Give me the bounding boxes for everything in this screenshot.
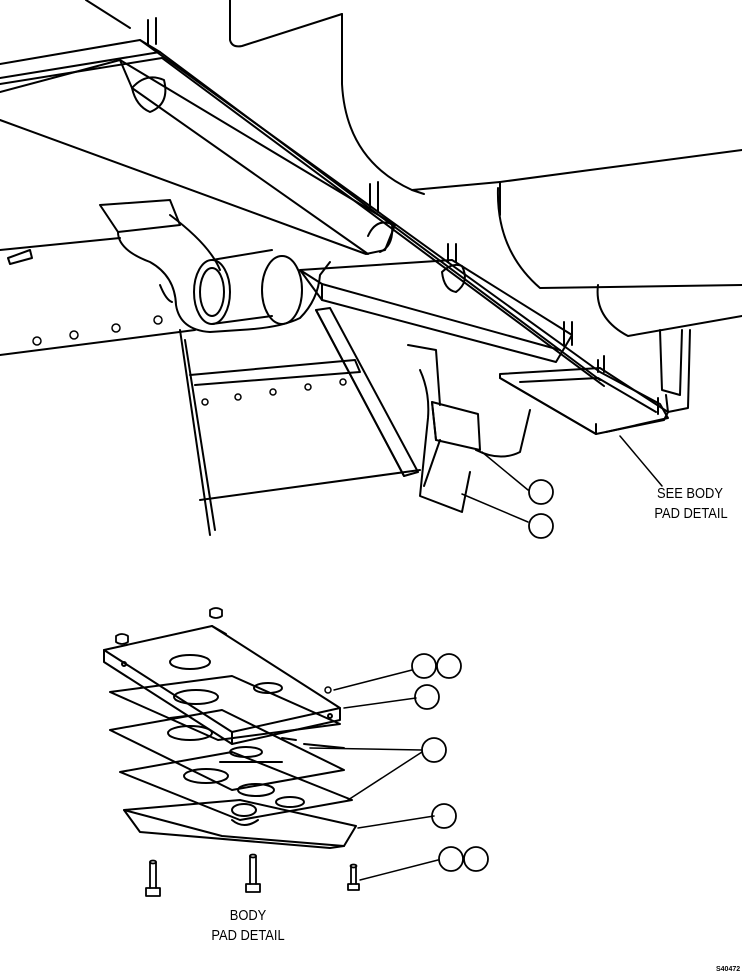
pad-wedge [123,799,357,849]
dump-body-underside [85,0,742,413]
body-pad-detail-title-line1: BODY [229,907,267,924]
leader-lines-lower [309,669,439,881]
support-gusset [315,307,531,513]
item-balloon [414,684,440,710]
item-balloon [411,653,437,679]
rear-body-pad [0,17,396,255]
item-balloon [528,479,554,505]
see-body-label-line2: PAD DETAIL [654,505,728,522]
see-body-label-line1: SEE BODY [657,485,723,502]
figure-number: S40472 [716,966,741,973]
mounting-bolts [145,853,360,897]
middle-body-pad [299,243,573,363]
truck-frame-assembly-view [0,0,742,539]
frame-bolts [32,315,347,406]
body-pad-detail-title-line2: PAD DETAIL [211,927,285,944]
item-balloon [431,803,457,829]
item-balloon [421,737,447,763]
leader-lines-upper [461,435,663,523]
item-balloons-upper [528,479,554,539]
item-balloon [463,846,489,872]
nuts [115,607,223,645]
item-balloon [528,513,554,539]
frame-rail [0,237,421,536]
item-balloon [436,653,462,679]
item-balloons-lower [411,653,489,872]
item-balloon [438,846,464,872]
hinge-bracket [99,199,331,333]
body-pad-detail-view [103,607,489,897]
small-nut [324,686,332,694]
top-plate [103,625,341,745]
front-body-pad [499,355,669,435]
shim-plate-3 [119,751,353,821]
